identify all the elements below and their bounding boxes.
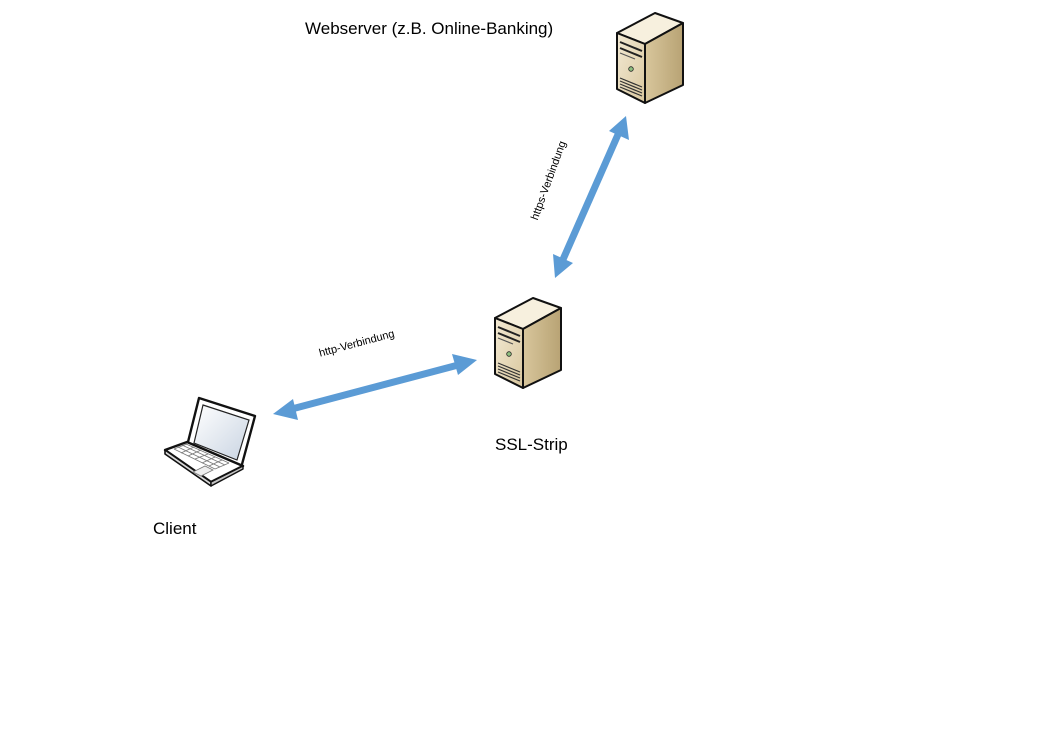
ssl-strip-label: SSL-Strip [495, 435, 568, 454]
client-label: Client [153, 519, 197, 538]
https-connection-arrow [553, 116, 629, 278]
http-connection-arrow [273, 354, 477, 420]
client-laptop-icon [163, 396, 257, 487]
webserver-label: Webserver (z.B. Online-Banking) [305, 19, 554, 38]
webserver-server-icon [616, 12, 684, 104]
ssl-strip-server-icon [494, 297, 562, 389]
